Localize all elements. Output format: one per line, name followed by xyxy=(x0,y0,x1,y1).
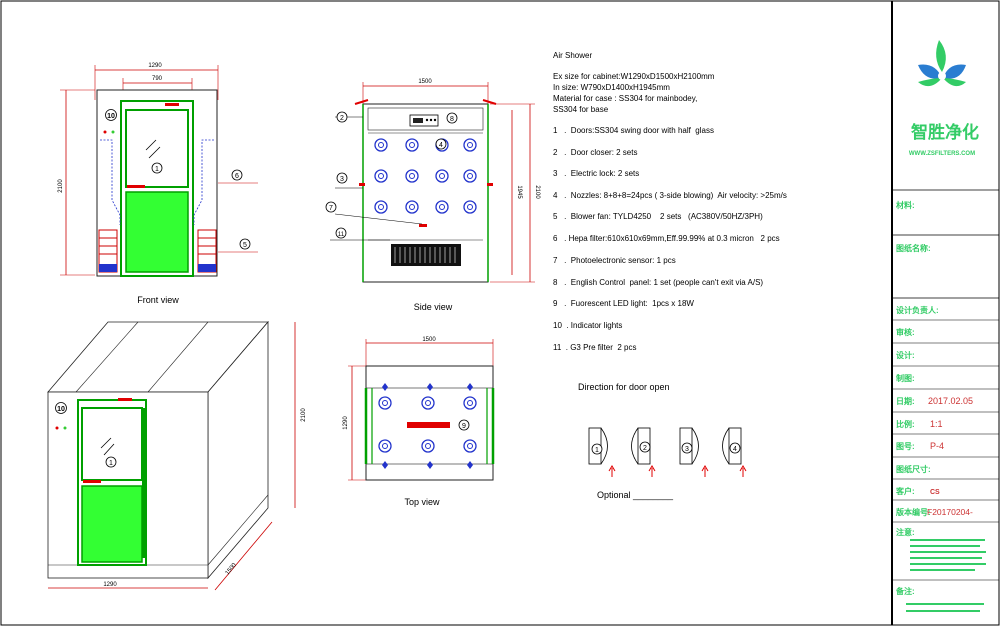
dim-side-inner: 1945 xyxy=(516,185,522,199)
dim-front-inner: 790 xyxy=(152,76,163,82)
note-text-marks xyxy=(906,539,986,612)
svg-text:10: 10 xyxy=(107,113,115,120)
dim-iso-width: 1290 xyxy=(103,582,117,588)
spec-item: 2 . Door closer: 2 sets xyxy=(553,148,637,157)
optional-label: Optional ________ xyxy=(597,490,674,500)
field-label: 制图: xyxy=(896,373,915,383)
dim-side-height: 2100 xyxy=(534,185,540,199)
spec-item: 5 . Blower fan: TYLD4250 2 sets (AC380V/… xyxy=(553,212,763,221)
field-label: 审核: xyxy=(896,327,915,337)
company-logo xyxy=(918,40,966,87)
svg-text:1: 1 xyxy=(109,460,113,467)
spec-item: 8 . English Control panel: 1 set (people… xyxy=(553,278,763,287)
door-direction: Direction for door open 1 2 3 4 Optional… xyxy=(578,382,747,500)
spec-item: 1 . Doors:SS304 swing door with half gla… xyxy=(553,126,714,135)
top-view: 1500 1290 9 Top view xyxy=(343,337,495,507)
spec-line: SS304 for base xyxy=(553,105,609,114)
company-url: WWW.ZSFILTERS.COM xyxy=(909,151,975,157)
svg-text:1: 1 xyxy=(155,166,159,173)
field-value-customer: CS xyxy=(930,489,940,496)
control-panel xyxy=(409,114,439,127)
spec-item: 6 . Hepa filter:610x610x69mm,Eff.99.99% … xyxy=(553,234,780,243)
spec-block: Air Shower Ex size for cabinet:W1290xD15… xyxy=(553,51,787,352)
dim-top-depth: 1290 xyxy=(343,416,349,430)
dim-top-width: 1500 xyxy=(422,337,436,343)
top-view-label: Top view xyxy=(404,497,440,507)
svg-text:1: 1 xyxy=(595,447,599,454)
field-label: 版本编号: xyxy=(895,507,931,517)
spec-line: Ex size for cabinet:W1290xD1500xH2100mm xyxy=(553,72,715,81)
svg-text:3: 3 xyxy=(685,446,689,453)
svg-text:6: 6 xyxy=(235,173,239,180)
field-value-drawing-no: P-4 xyxy=(930,441,944,451)
field-label: 图纸尺寸: xyxy=(896,464,931,474)
spec-item: 10 . Indicator lights xyxy=(553,321,622,330)
dim-front-width: 1290 xyxy=(148,63,162,69)
svg-text:4: 4 xyxy=(439,142,443,149)
svg-text:7: 7 xyxy=(329,205,333,212)
isometric-view: 10 1 2100 1500 1290 xyxy=(47,320,307,591)
spec-item: 4 . Nozzles: 8+8+8=24pcs ( 3-side blowin… xyxy=(553,191,787,200)
company-name: 智胜净化 xyxy=(911,122,979,142)
svg-text:4: 4 xyxy=(733,446,737,453)
field-value-version: F20170204- xyxy=(927,507,973,517)
field-label: 注意: xyxy=(896,527,915,537)
side-view: 1500 2100 1945 xyxy=(325,79,540,312)
dim-side-width: 1500 xyxy=(418,79,432,85)
field-label: 备注: xyxy=(895,586,915,596)
spec-line: In size: W790xD1400xH1945mm xyxy=(553,83,670,92)
svg-text:2: 2 xyxy=(340,115,344,122)
svg-text:10: 10 xyxy=(57,406,65,413)
dim-iso-depth: 1500 xyxy=(225,562,239,577)
spec-item: 3 . Electric lock: 2 sets xyxy=(553,169,639,178)
front-view-label: Front view xyxy=(137,295,179,305)
field-label: 比例: xyxy=(896,419,915,429)
title-block: 智胜净化 WWW.ZSFILTERS.COM 材料: 图纸名称: 设计负责人: … xyxy=(892,40,999,612)
field-label: 图纸名称: xyxy=(896,243,931,253)
field-value-date: 2017.02.05 xyxy=(928,396,973,406)
dim-front-height: 2100 xyxy=(58,179,64,193)
field-label: 材料: xyxy=(896,200,915,210)
spec-title: Air Shower xyxy=(553,51,592,60)
svg-text:5: 5 xyxy=(243,242,247,249)
svg-text:8: 8 xyxy=(450,116,454,123)
field-label: 图号: xyxy=(896,442,915,451)
spec-item: 11 . G3 Pre filter 2 pcs xyxy=(553,343,636,352)
field-label: 设计负责人: xyxy=(896,305,939,315)
spec-item: 7 . Photoelectronic sensor: 1 pcs xyxy=(553,256,676,265)
svg-text:11: 11 xyxy=(338,232,345,238)
field-label: 客户: xyxy=(895,486,915,496)
svg-text:2: 2 xyxy=(643,445,647,452)
led-light xyxy=(407,422,450,428)
spec-line: Material for case : SS304 for mainbodey, xyxy=(553,94,697,103)
svg-text:9: 9 xyxy=(462,423,466,430)
field-label: 设计: xyxy=(896,350,915,360)
front-view: 1290 790 2100 10 1 xyxy=(58,63,258,305)
field-value-scale: 1:1 xyxy=(930,419,943,429)
spec-item: 9 . Fuorescent LED light: 1pcs x 18W xyxy=(553,299,694,308)
side-view-label: Side view xyxy=(414,302,453,312)
door-direction-title: Direction for door open xyxy=(578,382,670,392)
side-grille xyxy=(391,244,461,266)
svg-text:3: 3 xyxy=(340,176,344,183)
field-label: 日期: xyxy=(896,396,915,406)
dim-iso-height: 2100 xyxy=(301,408,307,422)
